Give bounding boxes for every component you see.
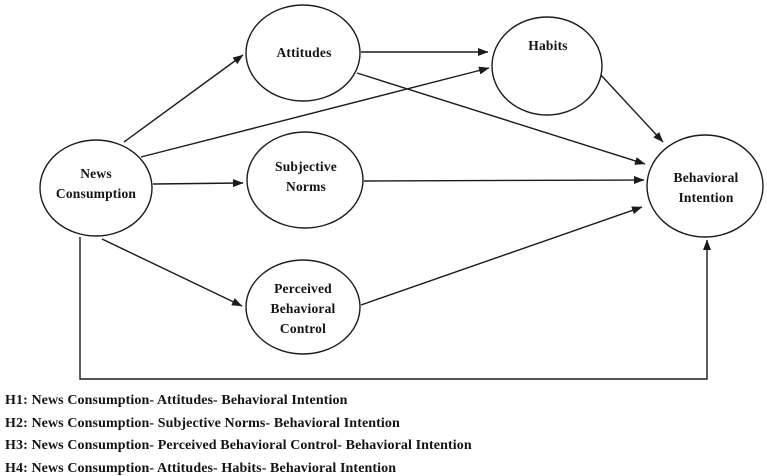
node-news-consumption-circle [39, 139, 153, 237]
edge-news-consumption-to-habits [140, 66, 490, 158]
edge-attitudes-to-behavioral-intention [356, 72, 646, 165]
edge-perceived-behavioral-control-to-behavioral-intention [360, 206, 643, 306]
node-behavioral-intention-circle [646, 134, 764, 238]
hypothesis-h2: H2: News Consumption- Subjective Norms- … [5, 415, 400, 431]
hypothesis-h4: H4: News Consumption- Attitudes- Habits-… [5, 460, 397, 476]
node-attitudes-circle [245, 4, 361, 102]
diagram-nodes [39, 4, 764, 355]
hypothesis-h3: H3: News Consumption- Perceived Behavior… [5, 438, 472, 453]
diagram-edges [79, 48, 711, 380]
edge-news-consumption-to-behavioral-intention [79, 237, 711, 380]
hypotheses-list: H1: News Consumption- Attitudes- Behavio… [5, 393, 472, 476]
node-perceived-behavioral-control-circle [245, 259, 361, 355]
hypothesis-h1: H1: News Consumption- Attitudes- Behavio… [5, 393, 348, 408]
edge-news-consumption-to-perceived-behavioral-control [101, 238, 243, 307]
node-subjective-norms-circle [246, 131, 364, 229]
edge-subjective-norms-to-behavioral-intention [363, 176, 645, 185]
node-habits-circle [491, 16, 603, 116]
edge-habits-to-behavioral-intention [599, 73, 664, 143]
edge-news-consumption-to-subjective-norms [152, 179, 244, 188]
edge-news-consumption-to-attitudes [123, 54, 244, 143]
